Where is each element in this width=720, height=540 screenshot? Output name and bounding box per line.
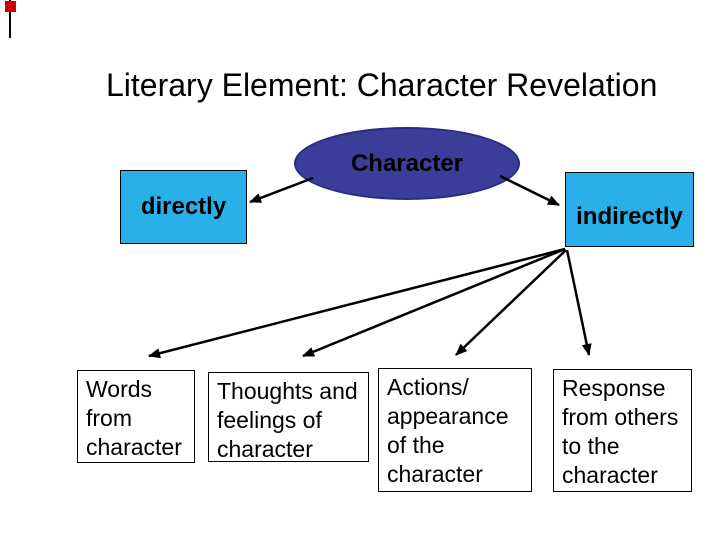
leaf-box-response-others: Response from others to the character xyxy=(553,369,692,492)
branch-indirectly-label: indirectly xyxy=(576,202,683,230)
character-ellipse: Character xyxy=(294,127,520,200)
branch-box-indirectly: indirectly xyxy=(565,172,694,247)
leaf-box-actions-appearance: Actions/ appearance of the character xyxy=(378,368,532,492)
arrow-indirectly-to-actions xyxy=(455,249,567,356)
corner-marker-red-square xyxy=(5,1,16,12)
leaf-box-thoughts-feelings: Thoughts and feelings of character xyxy=(208,372,369,462)
arrow-root-to-directly xyxy=(249,176,314,204)
leaf-box-words-from-character: Words from character xyxy=(77,370,195,463)
arrow-indirectly-to-thoughts xyxy=(302,247,566,358)
branch-box-directly: directly xyxy=(120,170,247,244)
corner-marker-line xyxy=(9,0,11,38)
arrow-root-to-indirectly xyxy=(499,174,560,207)
branch-directly-label: directly xyxy=(140,193,227,220)
arrow-indirectly-to-words xyxy=(148,247,566,359)
character-ellipse-label: Character xyxy=(350,149,464,177)
arrow-indirectly-to-response xyxy=(565,249,592,356)
slide-title: Literary Element: Character Revelation xyxy=(106,67,658,103)
